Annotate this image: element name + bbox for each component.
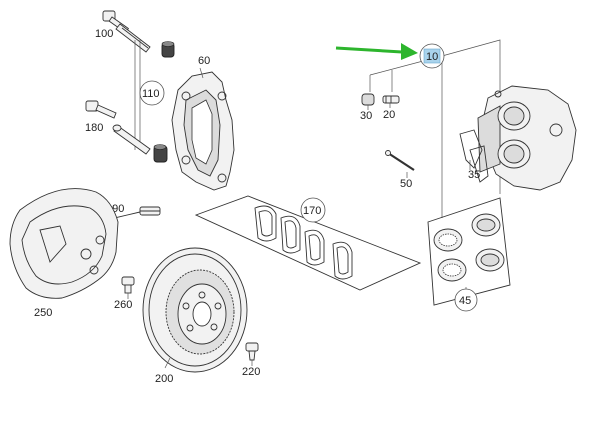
part-bolt-lower[interactable] <box>112 124 151 155</box>
label-220[interactable]: 220 <box>242 366 260 378</box>
part-seal-kit-45[interactable] <box>427 197 511 306</box>
arrow-indicator <box>335 43 418 60</box>
part-caliper-35[interactable] <box>459 85 577 191</box>
part-bolt-100[interactable] <box>102 10 151 53</box>
label-110: 110 <box>142 88 160 100</box>
label-60[interactable]: 60 <box>198 55 210 67</box>
part-caliper-bracket-60[interactable] <box>171 67 235 191</box>
label-170: 170 <box>303 205 321 217</box>
part-screw-260[interactable] <box>121 276 135 299</box>
label-30[interactable]: 30 <box>360 110 372 122</box>
label-20[interactable]: 20 <box>383 109 395 121</box>
part-screw-220[interactable] <box>245 342 259 366</box>
callout-170[interactable]: 170 <box>300 197 326 223</box>
label-180[interactable]: 180 <box>85 122 103 134</box>
part-bleeder-cap-30[interactable] <box>361 93 375 110</box>
label-45: 45 <box>459 295 471 307</box>
part-bleeder-valve-20[interactable] <box>382 95 400 108</box>
part-bushing-top[interactable] <box>161 41 175 58</box>
part-bolt-180[interactable] <box>85 100 117 119</box>
callout-110[interactable]: 110 <box>139 80 165 106</box>
label-260[interactable]: 260 <box>114 299 132 311</box>
label-50[interactable]: 50 <box>400 178 412 190</box>
label-10: 10 <box>426 51 438 63</box>
label-200[interactable]: 200 <box>155 373 173 385</box>
part-bushing-bottom[interactable] <box>153 144 168 163</box>
part-pin-50[interactable] <box>385 150 415 179</box>
label-35[interactable]: 35 <box>468 169 480 181</box>
label-250[interactable]: 250 <box>34 307 52 319</box>
callout-10[interactable]: 10 <box>419 43 445 69</box>
part-pad-kit-170[interactable] <box>194 195 422 291</box>
part-brake-disc-200[interactable] <box>142 247 248 373</box>
part-brake-shield-250[interactable] <box>9 188 119 299</box>
label-100[interactable]: 100 <box>95 28 113 40</box>
callout-45[interactable]: 45 <box>454 288 478 312</box>
